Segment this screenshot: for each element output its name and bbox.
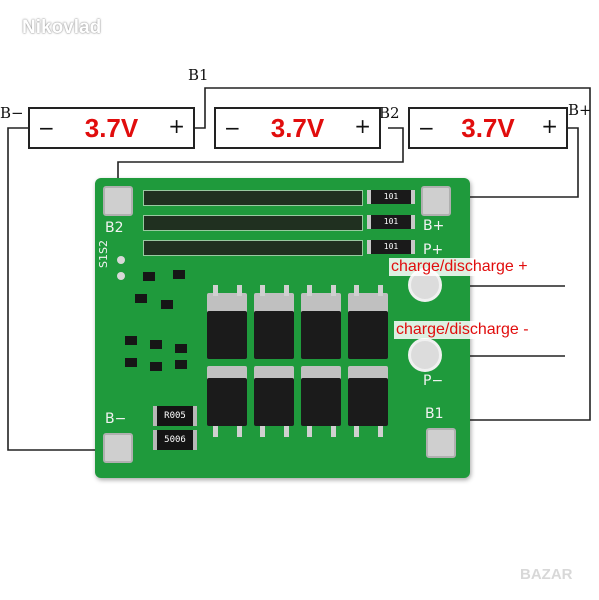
silk-b2: B2	[105, 220, 124, 236]
pad-b1	[426, 428, 456, 458]
ic-chip	[175, 344, 187, 353]
cell-voltage: 3.7V	[461, 113, 515, 143]
cell-voltage: 3.7V	[84, 113, 139, 143]
label-b-plus: B+	[568, 101, 592, 119]
label-b2: B2	[379, 104, 400, 122]
smd-row-1	[143, 190, 363, 206]
pad-b2	[103, 186, 133, 216]
ic-chip	[125, 336, 137, 345]
resistor-101-c: 101	[367, 240, 415, 254]
ic-chip	[173, 270, 185, 279]
mosfet	[254, 311, 294, 359]
smd-row-2	[143, 215, 363, 231]
ic-chip	[161, 300, 173, 309]
plus-terminal: +	[541, 114, 558, 138]
plus-terminal: +	[168, 114, 185, 138]
shunt-resistor-r005: R005	[153, 406, 197, 426]
label-b1: B1	[188, 66, 209, 84]
battery-cell-1: − 3.7V +	[28, 107, 195, 149]
ic-chip	[150, 340, 162, 349]
silk-b1: B1	[425, 406, 444, 422]
ic-chip	[135, 294, 147, 303]
plus-terminal: +	[354, 114, 371, 138]
smd-row-3	[143, 240, 363, 256]
mosfet	[348, 378, 388, 426]
wire-b2	[117, 127, 404, 196]
minus-terminal: −	[224, 116, 241, 140]
watermark: Nikovlad	[22, 17, 102, 38]
via	[117, 272, 125, 280]
silk-p-plus: P+	[423, 242, 444, 258]
ic-chip	[175, 360, 187, 369]
resistor-101-b: 101	[367, 215, 415, 229]
wire-b-minus	[7, 127, 108, 451]
wire-b-plus	[462, 127, 579, 198]
silk-b-plus: B+	[423, 218, 445, 234]
minus-terminal: −	[418, 116, 435, 140]
silk-b-minus: B−	[105, 411, 127, 427]
resistor-101-a: 101	[367, 190, 415, 204]
annotation-charge-minus: charge/discharge -	[394, 321, 531, 339]
mosfet	[301, 311, 341, 359]
wire-b1	[195, 87, 591, 421]
minus-terminal: −	[38, 116, 55, 140]
via	[117, 256, 125, 264]
silk-s1s2: S1S2	[97, 240, 110, 268]
mosfet	[207, 378, 247, 426]
ic-chip	[125, 358, 137, 367]
mosfet	[348, 311, 388, 359]
battery-cell-3: − 3.7V +	[408, 107, 568, 149]
mosfet	[254, 378, 294, 426]
label-b-minus: B−	[0, 104, 24, 122]
ic-chip	[143, 272, 155, 281]
pad-b-plus	[421, 186, 451, 216]
mosfet	[301, 378, 341, 426]
cell-voltage: 3.7V	[270, 113, 325, 143]
ic-chip	[150, 362, 162, 371]
battery-cell-2: − 3.7V +	[214, 107, 381, 149]
corner-watermark: BAZAR	[520, 566, 573, 583]
shunt-resistor-5006: 5006	[153, 430, 197, 450]
terminal-p-minus	[408, 338, 442, 372]
silk-p-minus: P−	[423, 373, 444, 389]
mosfet	[207, 311, 247, 359]
annotation-charge-plus: charge/discharge +	[389, 258, 530, 276]
pad-b-minus	[103, 433, 133, 463]
